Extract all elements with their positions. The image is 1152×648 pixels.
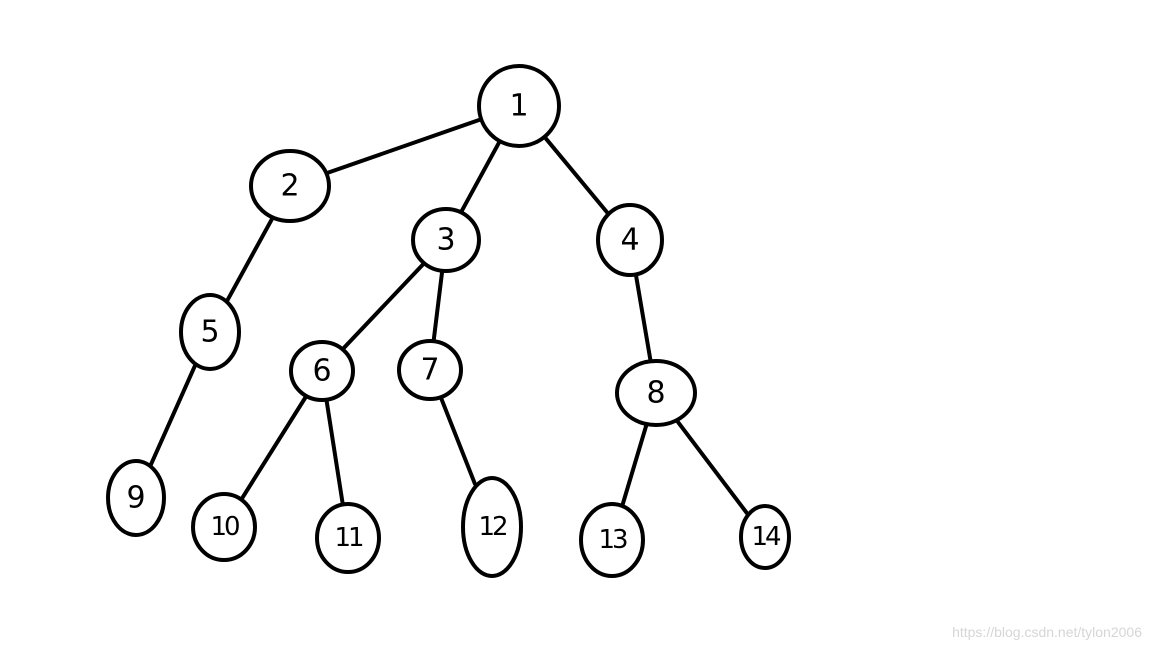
edge-n5-n9	[149, 364, 197, 467]
edge-n7-n12	[439, 396, 477, 486]
watermark-text: https://blog.csdn.net/tylon2006	[952, 624, 1142, 640]
edge-n1-n3	[459, 141, 501, 213]
tree-node-9: 9	[106, 459, 166, 537]
node-label: 8	[646, 376, 665, 411]
tree-node-11: 11	[315, 502, 381, 574]
edge-n1-n4	[544, 136, 610, 215]
tree-node-3: 3	[411, 207, 481, 273]
tree-node-2: 2	[249, 149, 331, 223]
node-label: 7	[420, 353, 439, 388]
node-label: 10	[210, 512, 239, 542]
node-label: 13	[598, 525, 627, 555]
edge-n4-n8	[634, 274, 653, 362]
node-circle	[397, 339, 463, 401]
node-label: 2	[280, 169, 299, 204]
node-circle	[461, 476, 523, 578]
node-label: 3	[436, 223, 455, 258]
tree-node-5: 5	[179, 293, 241, 371]
node-label: 12	[478, 512, 506, 542]
node-circle	[739, 504, 791, 570]
node-circle	[179, 293, 241, 371]
node-circle	[289, 340, 355, 402]
node-label: 5	[200, 315, 219, 350]
node-circle	[315, 502, 381, 574]
tree-node-8: 8	[615, 359, 697, 427]
edge-n3-n6	[341, 262, 425, 350]
edge-n6-n10	[240, 395, 308, 500]
node-label: 4	[620, 223, 639, 258]
node-circle	[615, 359, 697, 427]
edge-n6-n11	[324, 399, 345, 505]
node-circle	[477, 64, 561, 148]
edge-n8-n14	[675, 419, 750, 516]
edge-n8-n13	[620, 423, 649, 506]
node-label: 11	[334, 523, 363, 553]
node-label: 6	[312, 354, 331, 389]
edge-n2-n5	[225, 217, 274, 302]
node-circle	[106, 459, 166, 537]
tree-node-7: 7	[397, 339, 463, 401]
node-circle	[579, 502, 645, 578]
edge-n1-n2	[326, 118, 481, 175]
tree-node-6: 6	[289, 340, 355, 402]
tree-node-12: 12	[461, 476, 523, 578]
node-circle	[249, 149, 331, 223]
node-label: 1	[509, 89, 528, 124]
node-circle	[191, 492, 257, 562]
tree-node-14: 14	[739, 504, 791, 570]
edge-n3-n7	[431, 270, 444, 342]
node-label: 14	[751, 522, 781, 552]
tree-node-13: 13	[579, 502, 645, 578]
edges-layer	[149, 118, 750, 516]
node-label: 9	[126, 481, 145, 516]
tree-node-10: 10	[191, 492, 257, 562]
node-circle	[411, 207, 481, 273]
tree-node-1: 1	[477, 64, 561, 148]
node-circle	[596, 203, 664, 277]
tree-node-4: 4	[596, 203, 664, 277]
